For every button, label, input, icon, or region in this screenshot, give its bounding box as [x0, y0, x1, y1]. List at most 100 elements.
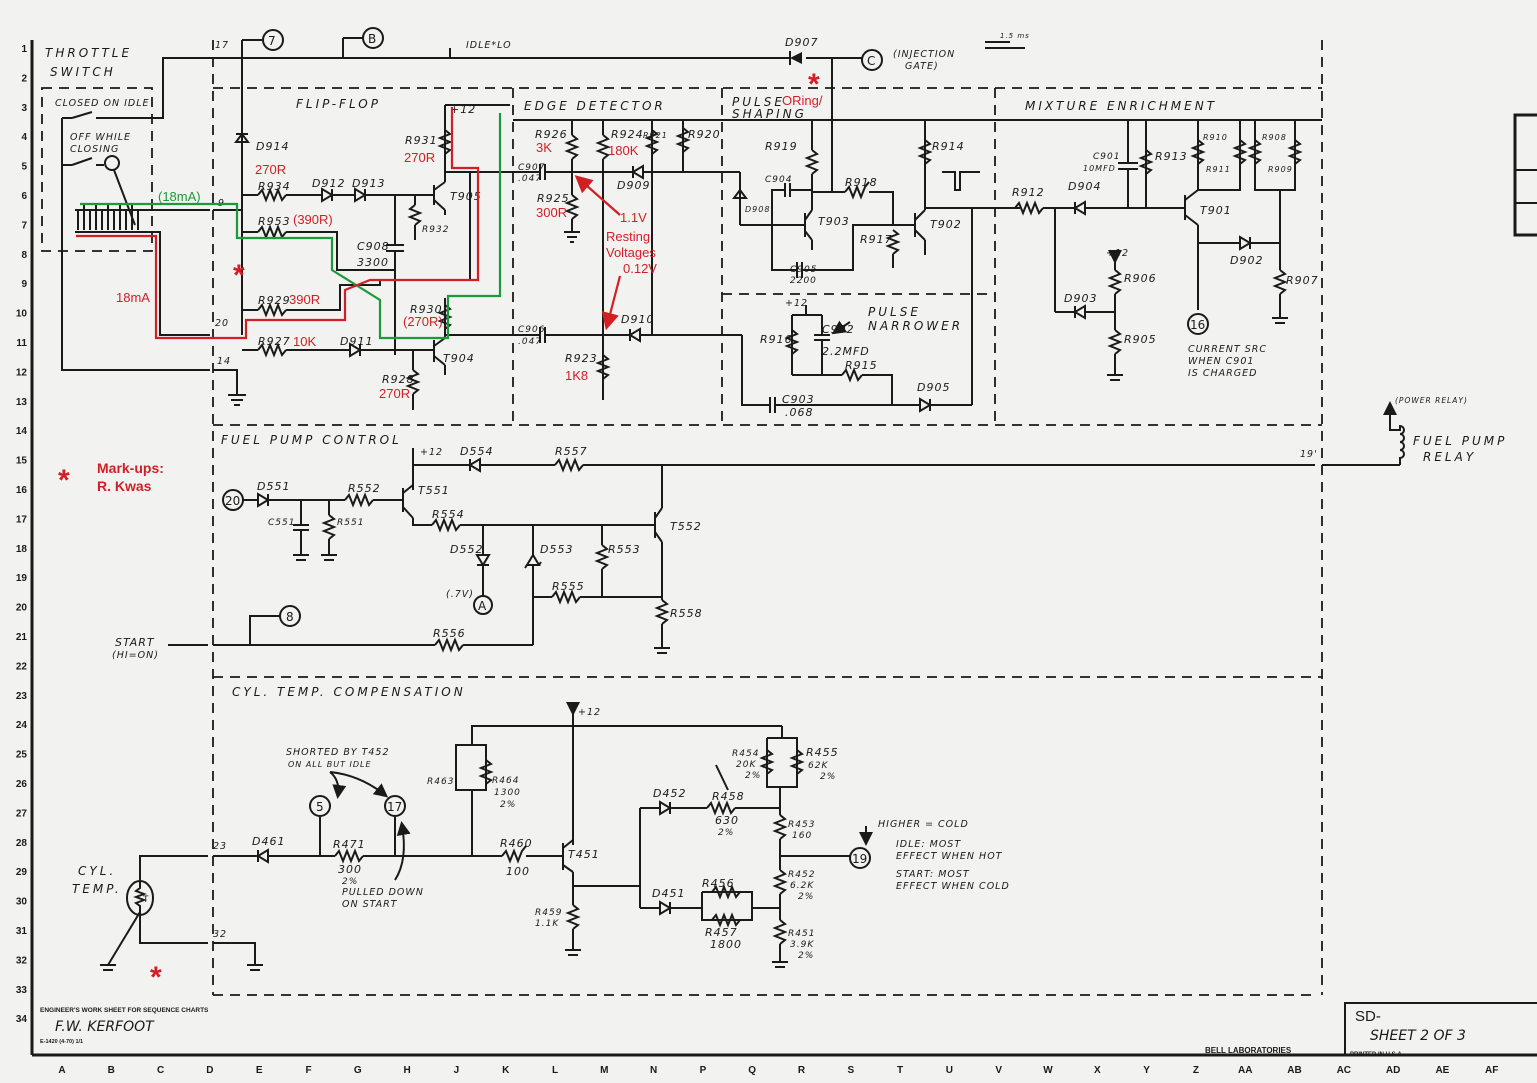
flip-flop-circuit	[213, 58, 513, 410]
R934-markup: 270R	[255, 162, 286, 177]
D552-label: D552	[450, 543, 483, 556]
mixture-enrichment-circuit	[1000, 119, 1303, 381]
column-label: J	[454, 1065, 460, 1076]
markup-star-icon: *	[233, 259, 245, 292]
R931-label: R931	[405, 134, 438, 147]
green-current-markup: (18mA)	[158, 189, 201, 204]
node-B: B	[362, 27, 384, 49]
shorted-note-2: ON ALL BUT IDLE	[288, 760, 372, 769]
column-label: AE	[1435, 1065, 1449, 1076]
pulse-waveform-icon	[985, 41, 1025, 49]
D907-label: D907	[785, 36, 818, 49]
flip-flop-title: FLIP-FLOP	[296, 97, 381, 111]
T904-label: T904	[443, 352, 475, 365]
row-label: 22	[16, 661, 28, 672]
R923-label: R923	[565, 352, 598, 365]
C551-label: C551	[268, 518, 295, 528]
R464-tolerance: 2%	[500, 800, 516, 810]
markup-star-icon: *	[150, 961, 162, 994]
pulse-shaping-title: PULSE	[732, 95, 785, 109]
R929-markup: 390R	[289, 292, 320, 307]
red-current-path	[76, 107, 480, 340]
throttle-switch-box	[41, 87, 153, 252]
R557-label: R557	[555, 445, 588, 458]
R455-tolerance: 2%	[820, 772, 836, 782]
row-label: 24	[16, 720, 28, 731]
C902-label: C902	[822, 323, 855, 336]
resting-voltages-markup: Resting	[606, 229, 650, 244]
R953-label: R953	[258, 215, 291, 228]
T451-label: T451	[568, 848, 600, 861]
column-label: U	[946, 1065, 953, 1076]
C903-label: C903	[782, 393, 815, 406]
form-number: E-1420 (4-70) 1/1	[40, 1039, 83, 1045]
R919-label: R919	[765, 140, 798, 153]
node-16: 16	[1187, 313, 1209, 335]
D461-label: D461	[252, 835, 285, 848]
start-label-2: (HI=ON)	[112, 650, 159, 661]
pulse-narrower-title: PULSE	[868, 305, 921, 319]
off-while-label: OFF WHILE	[70, 132, 131, 143]
R455-value: 62K	[808, 761, 828, 771]
svg-text:16: 16	[1190, 318, 1205, 332]
row-label: 8	[21, 250, 27, 261]
R925-markup: 300R	[536, 205, 567, 220]
R953-markup: (390R)	[293, 212, 333, 227]
R914-label: R914	[932, 140, 965, 153]
column-label: Y	[1143, 1065, 1150, 1076]
R452-label: R452	[788, 870, 815, 880]
plus12-fuel: +12	[420, 447, 443, 458]
current-src-note-3: IS CHARGED	[1188, 368, 1257, 379]
row-label: 10	[16, 309, 28, 320]
R471-tolerance: 2%	[342, 877, 358, 887]
row-label: 12	[16, 367, 28, 378]
plus12-narrower: +12	[785, 298, 808, 309]
svg-text:7: 7	[268, 34, 276, 48]
resting-voltages-markup-2: Voltages	[606, 245, 656, 260]
R464-value: 1300	[494, 788, 521, 798]
row-label: 13	[16, 397, 28, 408]
D910-label: D910	[621, 313, 654, 326]
D905-label: D905	[917, 381, 950, 394]
throttle-switch-title-2: SWITCH	[50, 65, 116, 79]
D451-label: D451	[652, 887, 685, 900]
T551-label: T551	[418, 484, 450, 497]
column-label: Q	[748, 1065, 756, 1076]
svg-text:5: 5	[316, 800, 324, 814]
row-label: 2	[21, 73, 27, 84]
row-label: 27	[16, 808, 28, 819]
row-label: 34	[16, 1014, 28, 1025]
R458-label: R458	[712, 790, 745, 803]
R909-label: R909	[1268, 165, 1293, 174]
voltage-low-markup: 0.12V	[623, 261, 657, 276]
node-19: 19	[849, 847, 871, 869]
R931-markup: 270R	[404, 150, 435, 165]
cyl-temp-compensation-title: CYL. TEMP. COMPENSATION	[232, 685, 466, 699]
cyl-temp-circuit	[100, 702, 873, 971]
pulse-width-label: 1.5 ms	[1000, 32, 1030, 40]
R921-label: R921	[643, 131, 668, 140]
R555-label: R555	[552, 580, 585, 593]
node-8: 8	[279, 605, 301, 627]
D554-label: D554	[460, 445, 493, 458]
svg-text:17: 17	[387, 800, 402, 814]
idle-note: IDLE: MOST	[896, 839, 961, 850]
R908-label: R908	[1262, 133, 1287, 142]
row-label: 11	[16, 338, 27, 349]
R930-label: R930	[410, 303, 443, 316]
row-label: 3	[21, 103, 27, 114]
column-label: D	[206, 1065, 213, 1076]
T905-label: T905	[450, 190, 482, 203]
cyl-temp-label: CYL.	[78, 864, 116, 878]
T901-label: T901	[1200, 204, 1232, 217]
column-label: AC	[1337, 1065, 1351, 1076]
column-label: AD	[1386, 1065, 1400, 1076]
R934-label: R934	[258, 180, 291, 193]
row-label: 18	[16, 544, 28, 555]
R453-value: 160	[792, 831, 812, 841]
D904-label: D904	[1068, 180, 1101, 193]
R457-label: R457	[705, 926, 738, 939]
R460-label: R460	[500, 837, 533, 850]
engineer-name: F.W. KERFOOT	[55, 1019, 155, 1035]
